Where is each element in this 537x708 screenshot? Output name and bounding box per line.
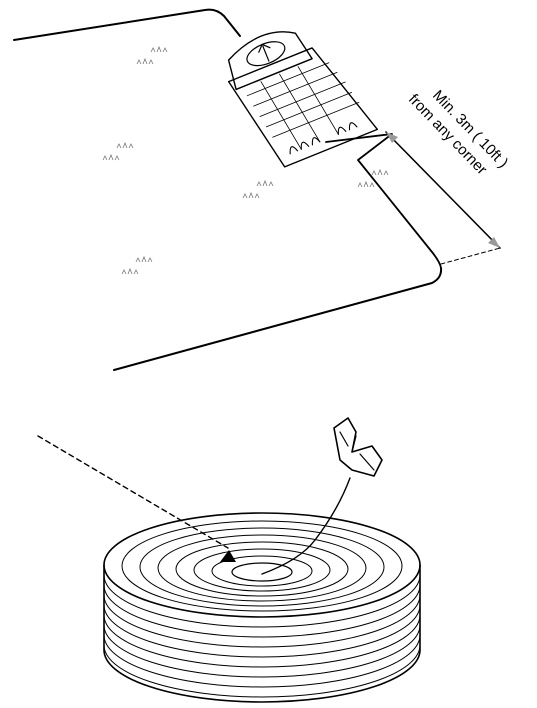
charging-station-icon	[227, 31, 379, 168]
dashed-guide-line	[37, 435, 229, 549]
grass-tuft-icon	[121, 255, 153, 275]
grass-tuft-icon	[102, 141, 134, 161]
grass-tufts	[102, 45, 389, 275]
boundary-wire	[325, 133, 442, 269]
grass-tuft-icon	[136, 45, 168, 65]
arrow-head-icon	[386, 132, 398, 143]
arrow-head-icon	[488, 237, 500, 248]
distance-dimension	[385, 131, 501, 265]
start-point-arrow-icon	[220, 550, 236, 562]
lawn-area	[13, 8, 443, 371]
grass-tuft-icon	[242, 179, 274, 199]
lawn-top-edge	[13, 8, 241, 41]
wire-end	[261, 477, 351, 575]
boundary-wire-coil-icon	[103, 512, 421, 703]
wire-peg-icon	[333, 417, 383, 477]
grass-tuft-icon	[357, 168, 389, 188]
lawn-bottom-edge	[113, 267, 443, 371]
